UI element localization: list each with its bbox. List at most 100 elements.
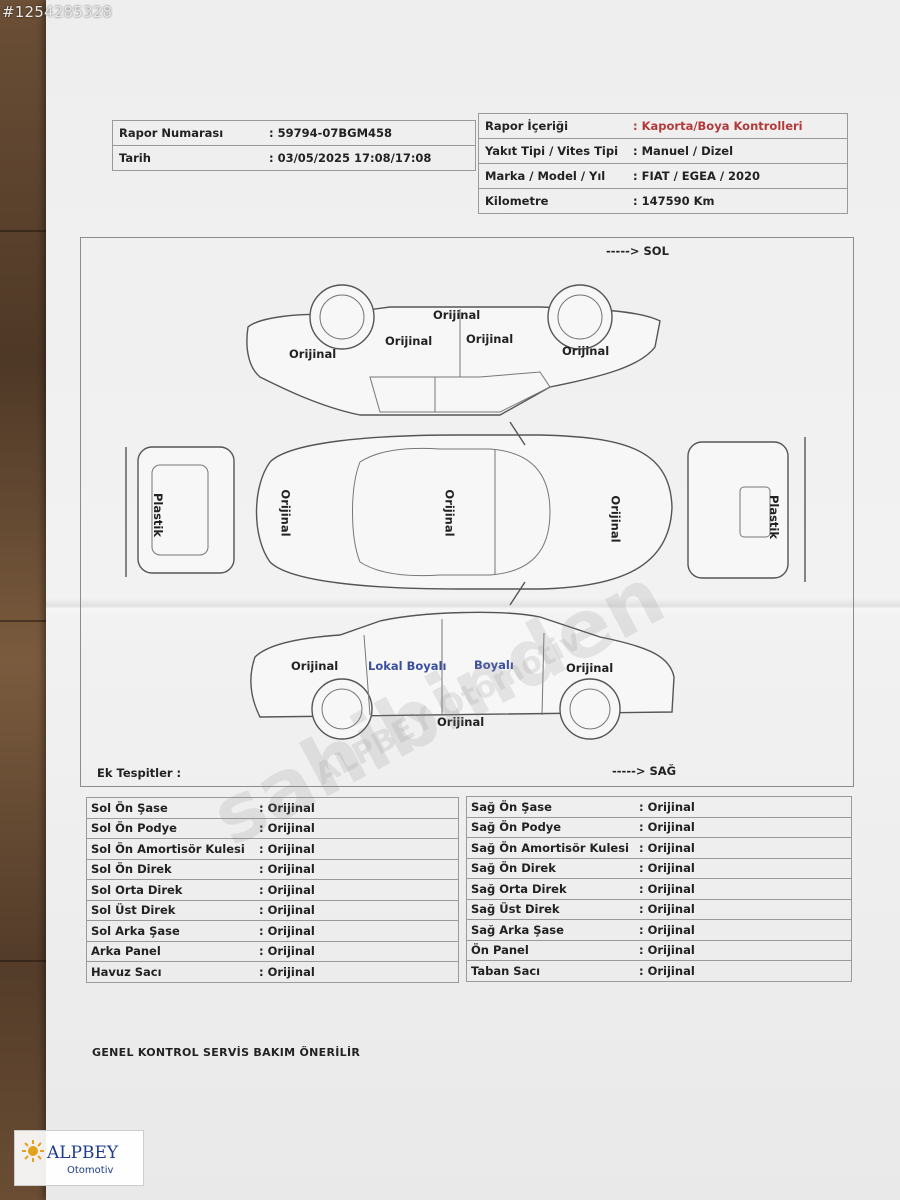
left-rear-door-status: Orijinal [385,334,433,348]
left-chassis-table: Sol Ön Şase: Orijinal Sol Ön Podye: Orij… [86,797,459,983]
chassis-label: Sol Arka Şase [86,920,255,942]
right-front-door-status: Boyalı [474,658,514,672]
table-row: Sağ Arka Şase: Orijinal [466,919,852,941]
table-row: Ön Panel: Orijinal [466,939,852,961]
dealer-logo: ALPBEY Otomotiv [14,1130,144,1186]
chassis-label: Sağ Ön Şase [466,796,635,818]
hood-status: Orijinal [608,495,623,543]
front-view-car-icon [687,437,806,582]
table-row: Sol Ön Amortisör Kulesi: Orijinal [86,838,459,860]
info-value: : FIAT / EGEA / 2020 [627,163,848,189]
info-label: Rapor İçeriği [478,113,627,139]
table-row: Sağ Orta Direk: Orijinal [466,878,852,900]
chassis-value: : Orijinal [635,939,852,961]
report-content-value: : Kaporta/Boya Kontrolleri [627,113,848,139]
info-value: : Manuel / Dizel [627,138,848,164]
chassis-value: : Orijinal [635,898,852,920]
right-side-car-icon [250,611,675,740]
wood-grain [0,620,60,622]
logo-name: ALPBEY [47,1143,119,1163]
wood-grain [0,230,60,232]
logo-subtitle: Otomotiv [67,1165,114,1176]
chassis-value: : Orijinal [255,858,459,880]
roof-status: Orijinal [442,489,457,537]
chassis-value: : Orijinal [635,960,852,982]
table-row: Sağ Ön Podye: Orijinal [466,816,852,838]
chassis-label: Havuz Sacı [86,961,255,983]
left-side-car-icon [246,284,661,416]
chassis-label: Sol Ön Amortisör Kulesi [86,838,255,860]
right-rear-fender-status: Orijinal [291,659,339,673]
chassis-value: : Orijinal [635,837,852,859]
chassis-label: Ön Panel [466,939,635,961]
chassis-label: Sağ Ön Podye [466,816,635,838]
chassis-label: Sağ Ön Direk [466,857,635,879]
table-row: Sağ Ön Amortisör Kulesi: Orijinal [466,837,852,859]
table-row: Sol Orta Direk: Orijinal [86,879,459,901]
chassis-label: Sağ Ön Amortisör Kulesi [466,837,635,859]
chassis-label: Sağ Üst Direk [466,898,635,920]
chassis-label: Arka Panel [86,940,255,962]
table-row: Yakıt Tipi / Vites Tipi : Manuel / Dizel [478,138,848,164]
chassis-label: Sağ Arka Şase [466,919,635,941]
left-front-door-status: Orijinal [466,332,514,346]
table-row: Sağ Ön Direk: Orijinal [466,857,852,879]
rear-view-car-icon [125,446,235,577]
table-row: Sol Ön Podye: Orijinal [86,817,459,839]
chassis-label: Sol Ön Şase [86,797,255,819]
chassis-value: : Orijinal [635,796,852,818]
right-rear-door-status: Lokal Boyalı [368,659,447,673]
vehicle-info-table: Rapor İçeriği : Kaporta/Boya Kontrolleri… [478,113,848,214]
info-label: Marka / Model / Yıl [478,163,627,189]
chassis-label: Taban Sacı [466,960,635,982]
info-value: : 59794-07BGM458 [263,120,476,146]
table-row: Arka Panel: Orijinal [86,940,459,962]
chassis-value: : Orijinal [255,797,459,819]
chassis-label: Sol Üst Direk [86,899,255,921]
chassis-value: : Orijinal [255,940,459,962]
table-row: Sol Ön Direk: Orijinal [86,858,459,880]
table-row: Marka / Model / Yıl : FIAT / EGEA / 2020 [478,163,848,189]
table-row: Rapor İçeriği : Kaporta/Boya Kontrolleri [478,113,848,139]
extra-findings-label: Ek Tespitler : [97,766,182,780]
front-bumper-status: Plastik [767,494,782,540]
left-front-fender-status: Orijinal [562,344,610,358]
info-label: Yakıt Tipi / Vites Tipi [478,138,627,164]
chassis-value: : Orijinal [255,817,459,839]
chassis-label: Sağ Orta Direk [466,878,635,900]
direction-left-label: -----> SOL [606,244,669,258]
chassis-value: : Orijinal [255,879,459,901]
chassis-value: : Orijinal [635,878,852,900]
car-diagram-drawing [125,284,806,740]
table-row: Sol Üst Direk: Orijinal [86,899,459,921]
damage-diagram [80,237,854,787]
chassis-label: Sol Ön Podye [86,817,255,839]
wood-grain [0,960,60,962]
chassis-value: : Orijinal [255,899,459,921]
listing-id: #1254285328 [2,3,113,21]
chassis-value: : Orijinal [635,816,852,838]
left-rear-bumper-status: Orijinal [289,347,337,361]
table-row: Sol Arka Şase: Orijinal [86,920,459,942]
table-row: Kilometre : 147590 Km [478,188,848,214]
chassis-value: : Orijinal [635,857,852,879]
chassis-value: : Orijinal [255,920,459,942]
table-row: Sol Ön Şase: Orijinal [86,797,459,819]
sun-icon [22,1140,44,1162]
table-row: Havuz Sacı: Orijinal [86,961,459,983]
chassis-value: : Orijinal [635,919,852,941]
table-row: Sağ Ön Şase: Orijinal [466,796,852,818]
right-front-fender-status: Orijinal [566,661,614,675]
table-row: Taban Sacı: Orijinal [466,960,852,982]
chassis-label: Sol Ön Direk [86,858,255,880]
info-label: Kilometre [478,188,627,214]
info-value: : 147590 Km [627,188,848,214]
trunk-status: Orijinal [278,489,293,537]
right-sill-status: Orijinal [437,715,485,729]
left-roof-rail-status: Orijinal [433,308,481,322]
chassis-value: : Orijinal [255,961,459,983]
right-chassis-table: Sağ Ön Şase: Orijinal Sağ Ön Podye: Orij… [466,796,852,982]
report-info-table: Rapor Numarası : 59794-07BGM458 Tarih : … [112,120,476,171]
table-row: Rapor Numarası : 59794-07BGM458 [112,120,476,146]
chassis-label: Sol Orta Direk [86,879,255,901]
